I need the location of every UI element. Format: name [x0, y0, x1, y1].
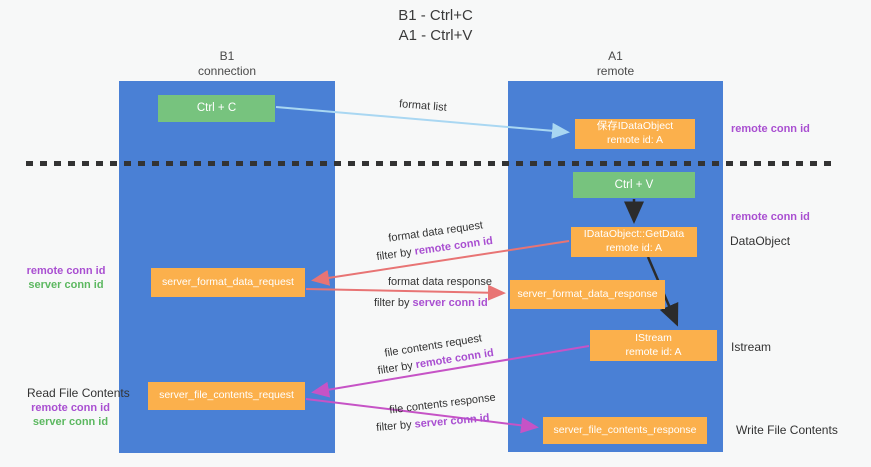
diagram-title: B1 - Ctrl+C A1 - Ctrl+V: [0, 6, 871, 46]
lifeline-a1-name: A1: [608, 49, 623, 63]
node-server-file-contents-response: server_file_contents_response: [543, 417, 707, 444]
left-conn-id-group-bottom: remote conn id server conn id: [28, 401, 113, 429]
node-file-response-label: server_file_contents_response: [553, 423, 697, 436]
node-idataobject-getdata: IDataObject::GetData remote id: A: [571, 227, 697, 257]
filter-by-text: filter by: [375, 245, 416, 264]
server-conn-id-key: server conn id: [412, 297, 488, 309]
filter-by-text: filter by: [376, 359, 417, 378]
right-remote-conn-id-mid: remote conn id: [731, 211, 810, 223]
node-ctrl-v: Ctrl + V: [573, 172, 695, 198]
left-remote-conn-id-bottom: remote conn id: [31, 402, 110, 414]
node-ctrl-v-label: Ctrl + V: [614, 178, 654, 191]
istream-side-label: Istream: [731, 340, 772, 354]
server-conn-id-key: server conn id: [414, 412, 491, 431]
node-format-response-label: server_format_data_response: [517, 287, 658, 300]
format-data-response-filter-label: filter by server conn id: [374, 297, 488, 309]
format-data-response-label: format data response: [388, 276, 492, 288]
title-line-1: B1 - Ctrl+C: [398, 7, 473, 24]
node-getdata-line1: IDataObject::GetData: [583, 228, 685, 241]
node-ctrl-c: Ctrl + C: [158, 95, 275, 122]
lifeline-a1-role: remote: [596, 64, 635, 78]
write-file-contents-label: Write File Contents: [736, 423, 838, 437]
node-file-request-label: server_file_contents_request: [159, 389, 294, 402]
lifeline-b1-name: B1: [219, 49, 235, 63]
left-server-conn-id-mid: server conn id: [28, 279, 104, 291]
filter-by-text: filter by: [375, 418, 416, 434]
node-istream-line2: remote id: A: [625, 345, 682, 358]
lifeline-header-b1: B1 connection: [119, 49, 335, 79]
format-list-label: format list: [398, 98, 448, 114]
lifeline-b1-role: connection: [197, 64, 257, 78]
right-remote-conn-id-top: remote conn id: [731, 123, 810, 135]
node-getdata-line2: remote id: A: [605, 242, 663, 254]
left-server-conn-id-bottom: server conn id: [32, 416, 109, 428]
node-server-format-data-request: server_format_data_request: [151, 268, 305, 297]
node-save-idataobject-line2: remote id: A: [606, 134, 664, 146]
node-istream-line1: IStream: [635, 331, 672, 344]
node-istream: IStream remote id: A: [590, 330, 717, 361]
node-save-idataobject-line1: 保存IDataObject: [596, 120, 674, 133]
node-server-file-contents-request: server_file_contents_request: [148, 382, 305, 410]
read-file-contents-label: Read File Contents: [27, 386, 130, 400]
filter-by-text: filter by: [374, 297, 413, 309]
node-server-format-data-response: server_format_data_response: [510, 280, 665, 309]
node-ctrl-c-label: Ctrl + C: [196, 102, 237, 115]
dataobject-label: DataObject: [730, 234, 791, 248]
title-line-2: A1 - Ctrl+V: [398, 27, 473, 44]
node-save-idataobject: 保存IDataObject remote id: A: [575, 119, 695, 149]
format-data-response-arrow: [305, 284, 506, 301]
left-remote-conn-id-mid: remote conn id: [26, 265, 106, 277]
left-conn-id-group-mid: remote conn id server conn id: [25, 264, 107, 292]
phase-separator-dashed-line: [26, 161, 838, 166]
node-format-request-label: server_format_data_request: [162, 275, 294, 288]
lifeline-header-a1: A1 remote: [508, 49, 723, 79]
